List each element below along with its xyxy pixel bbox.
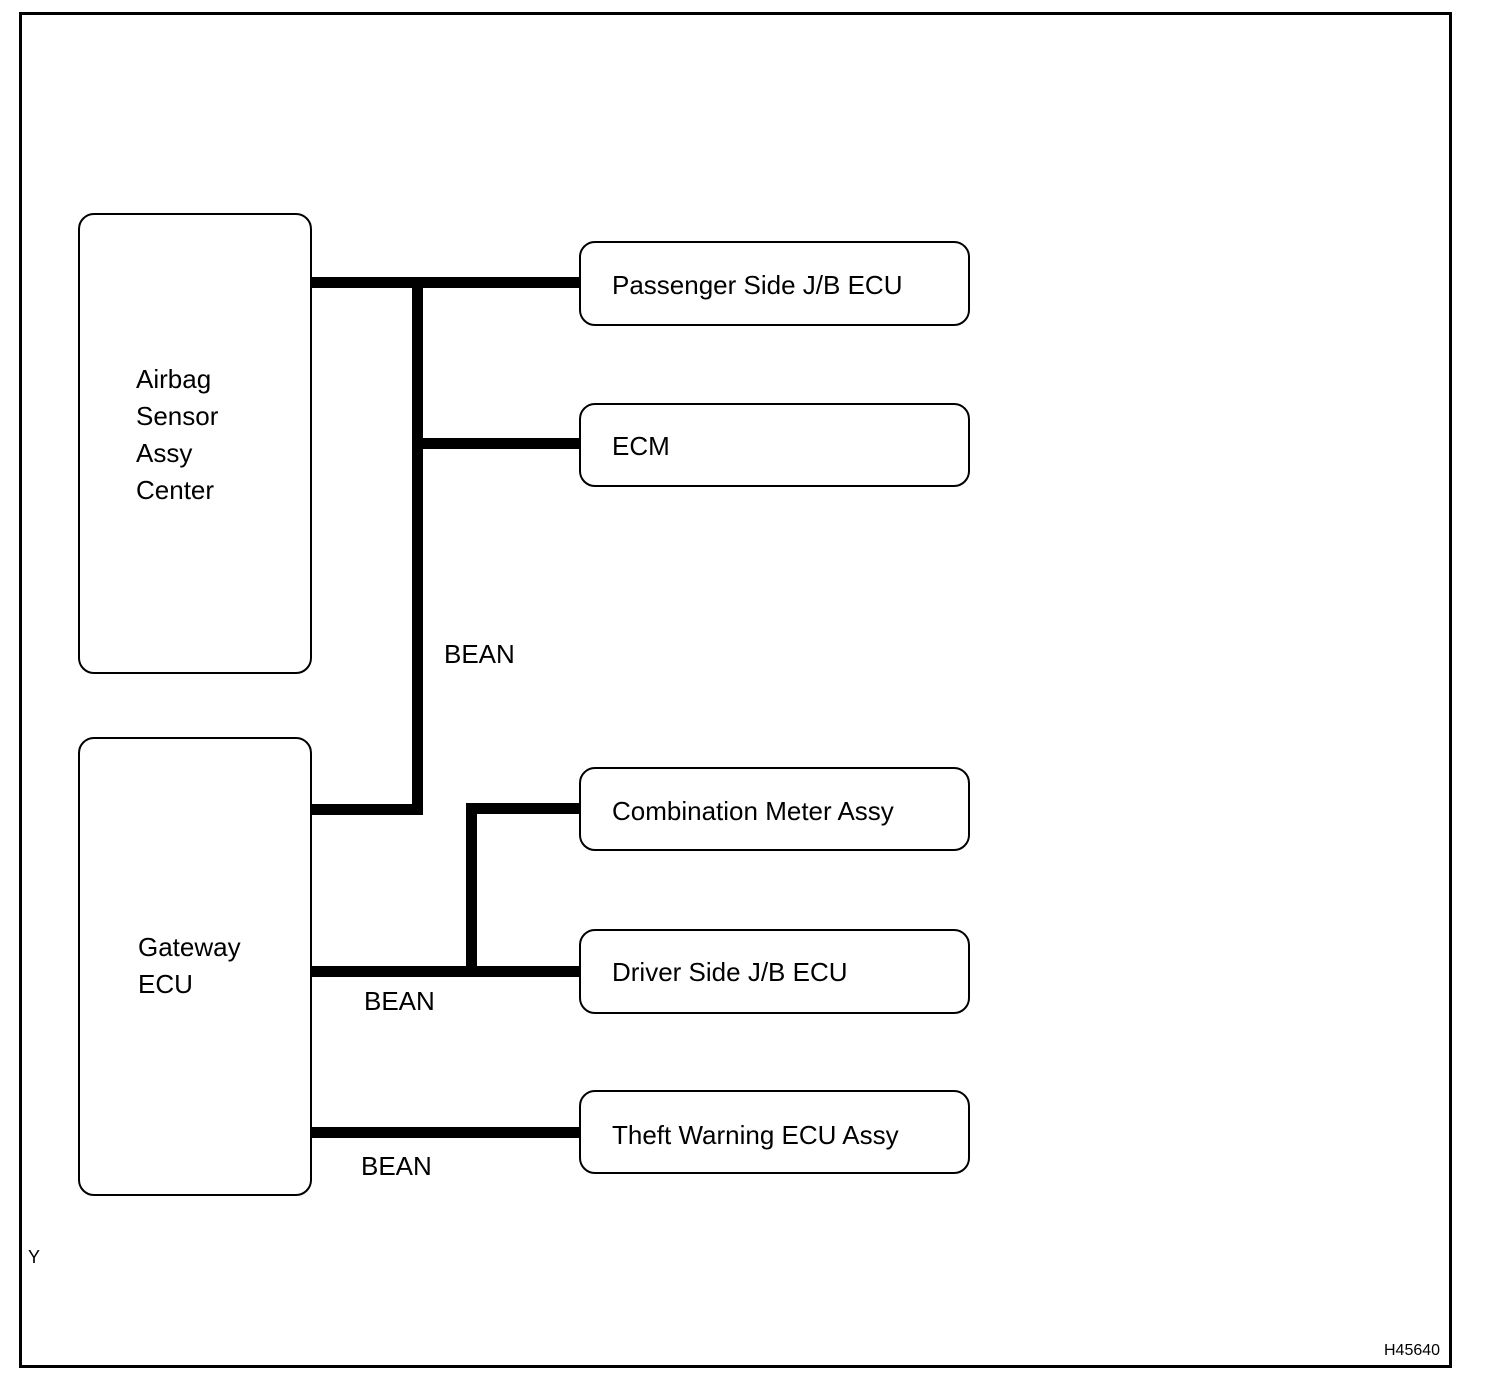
wire-airbag-to-passenger bbox=[312, 277, 579, 288]
theft-warning-ecu-assy-box: Theft Warning ECU Assy bbox=[579, 1090, 970, 1174]
passenger-side-jb-ecu-label: Passenger Side J/B ECU bbox=[612, 270, 903, 300]
wire-branch-to-combination-meter bbox=[466, 803, 579, 814]
diagram-frame bbox=[19, 12, 1452, 1368]
wire-gateway-to-driver-jb bbox=[312, 966, 579, 977]
bean-label-lower: BEAN bbox=[361, 1151, 432, 1181]
corner-mark-left: Y bbox=[28, 1247, 41, 1267]
wire-gateway-to-theft-warning bbox=[312, 1127, 579, 1138]
wire-meter-branch-vertical bbox=[466, 803, 477, 977]
gateway-ecu-box: Gateway ECU bbox=[78, 737, 312, 1196]
gateway-ecu-label: Gateway ECU bbox=[138, 932, 241, 999]
wire-trunk-to-ecm bbox=[412, 438, 579, 449]
airbag-sensor-assy-center-box: Airbag Sensor Assy Center bbox=[78, 213, 312, 674]
wire-gateway-to-trunk bbox=[312, 804, 423, 815]
figure-id: H45640 bbox=[1384, 1342, 1441, 1359]
ecm-label: ECM bbox=[612, 431, 670, 461]
driver-side-jb-ecu-label: Driver Side J/B ECU bbox=[612, 957, 848, 987]
theft-warning-ecu-assy-label: Theft Warning ECU Assy bbox=[612, 1120, 899, 1150]
passenger-side-jb-ecu-box: Passenger Side J/B ECU bbox=[579, 241, 970, 326]
driver-side-jb-ecu-box: Driver Side J/B ECU bbox=[579, 929, 970, 1014]
airbag-sensor-assy-center-label: Airbag Sensor Assy Center bbox=[136, 364, 219, 505]
combination-meter-assy-label: Combination Meter Assy bbox=[612, 796, 894, 826]
bean-label-upper: BEAN bbox=[444, 639, 515, 669]
bean-label-middle: BEAN bbox=[364, 986, 435, 1016]
wire-bus-trunk-vertical bbox=[412, 277, 423, 815]
combination-meter-assy-box: Combination Meter Assy bbox=[579, 767, 970, 851]
ecm-box: ECM bbox=[579, 403, 970, 487]
